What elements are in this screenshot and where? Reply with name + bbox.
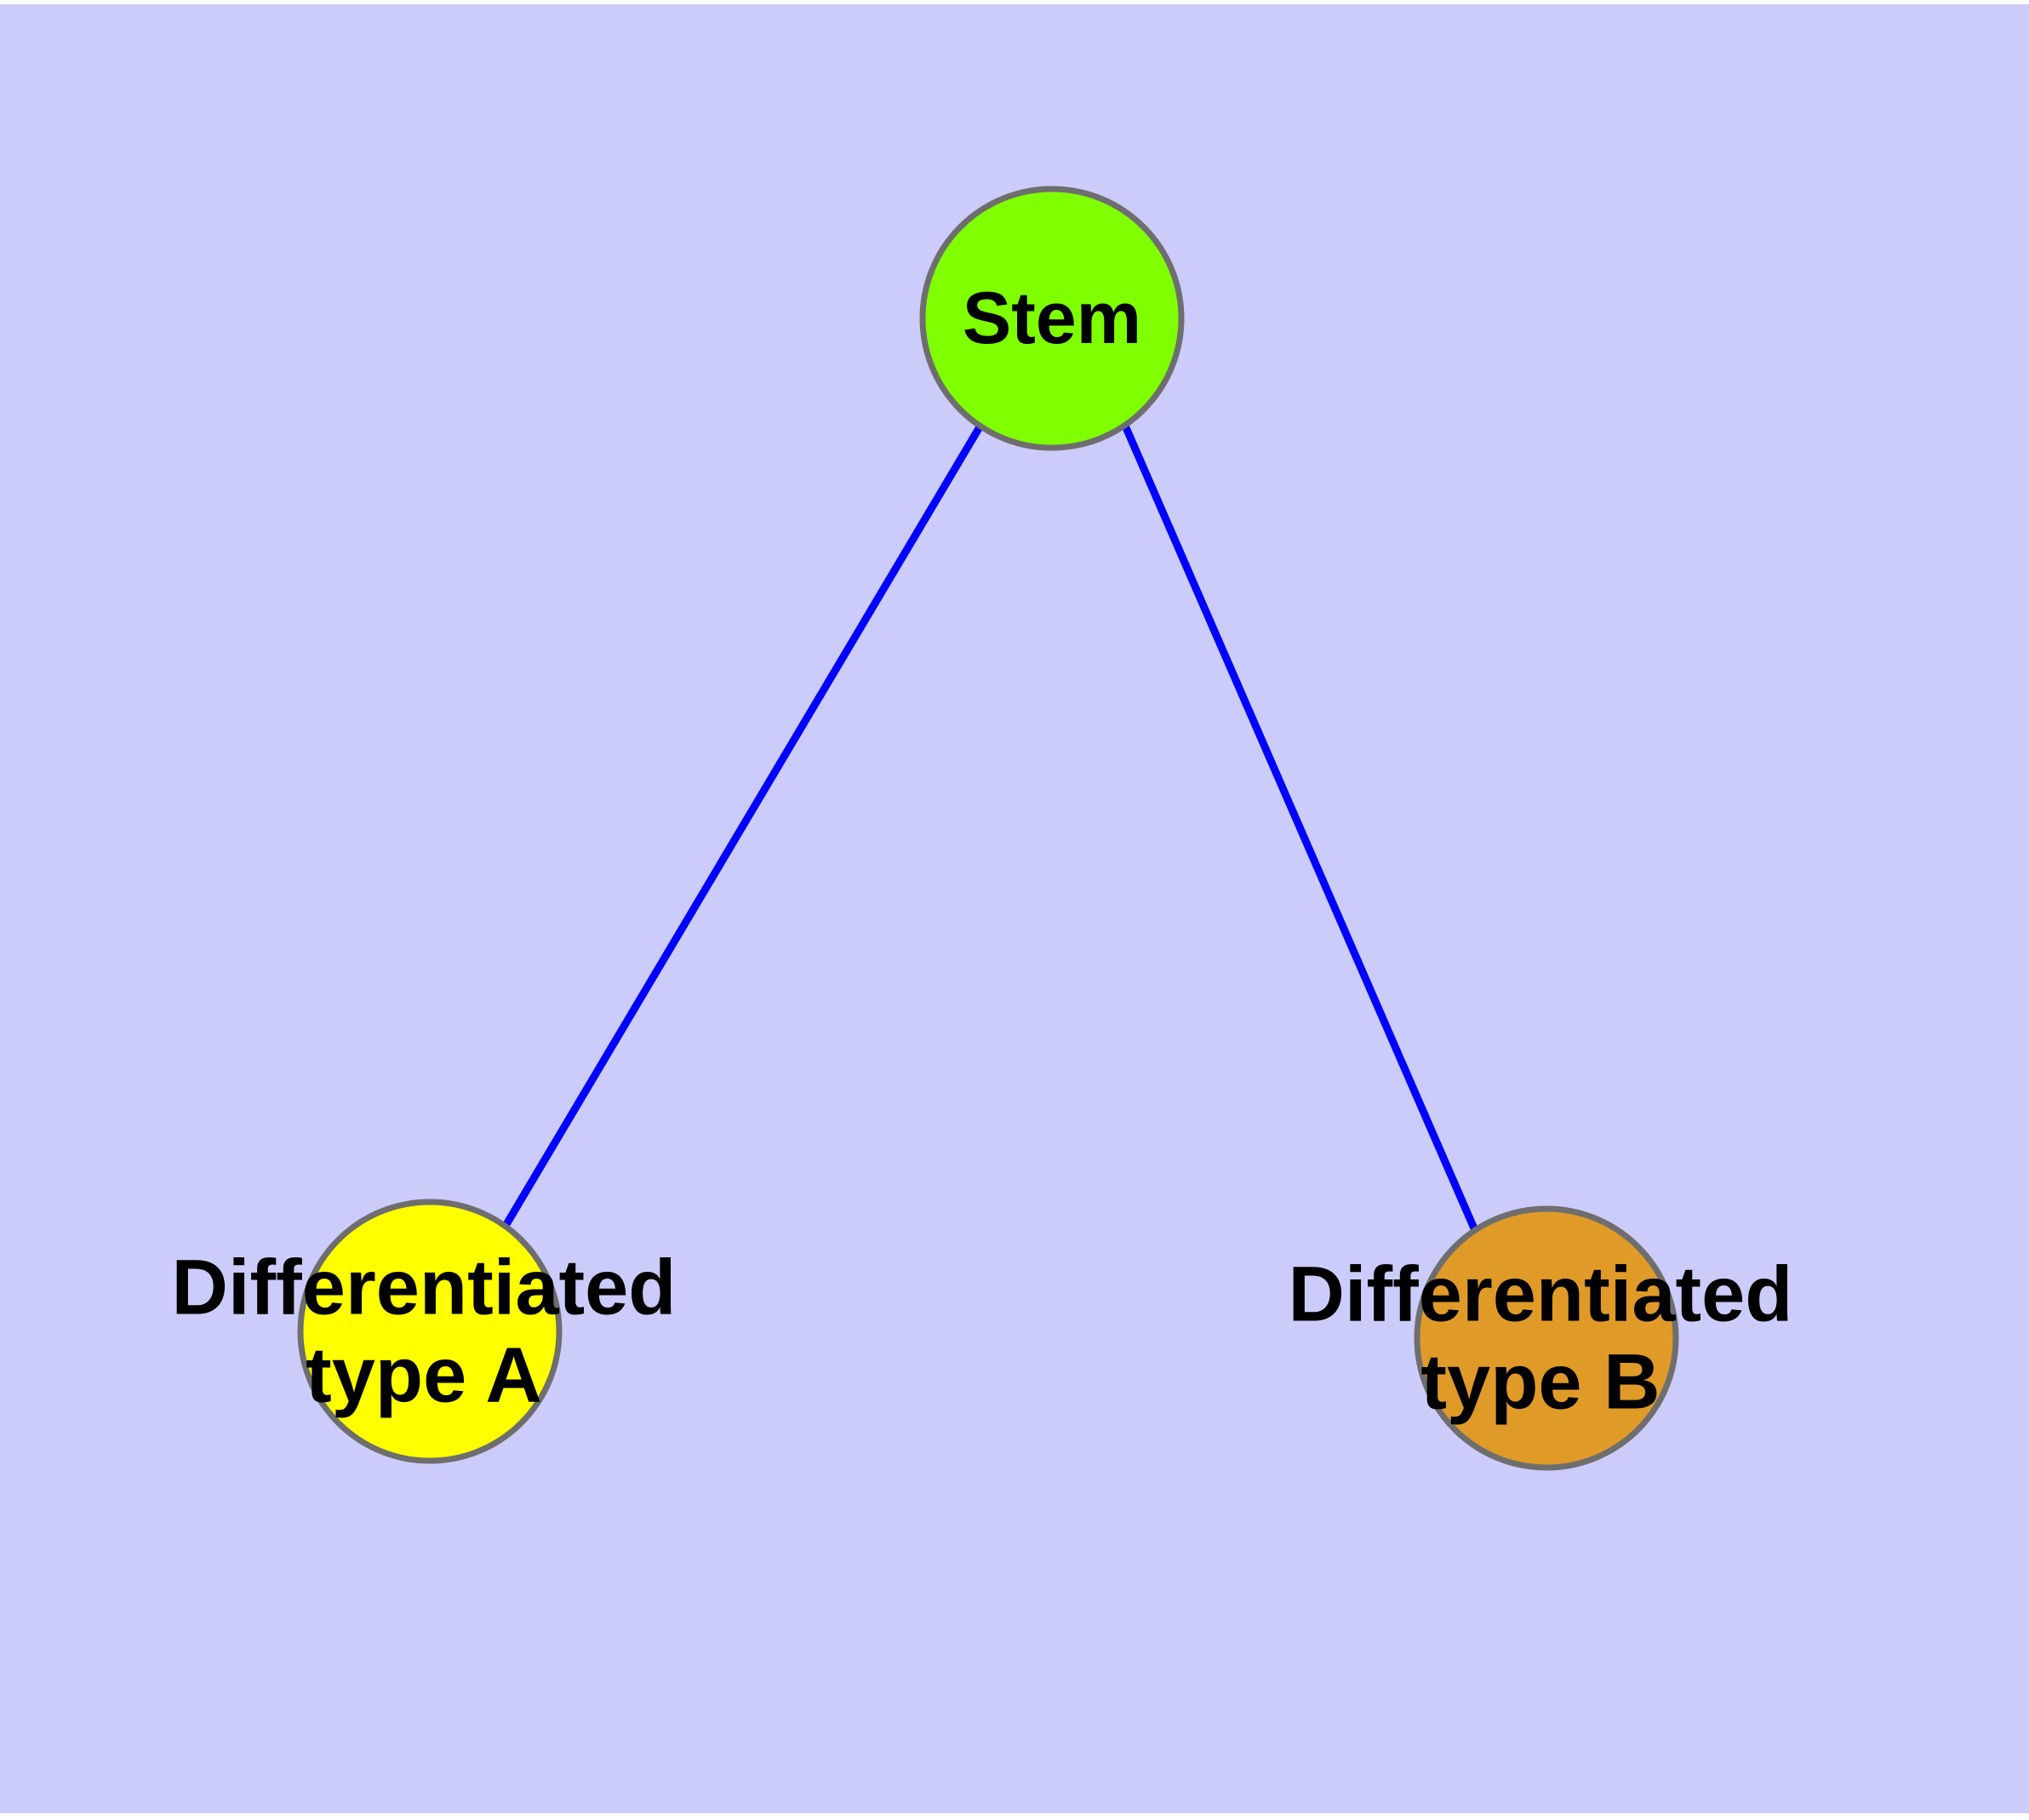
edges-group <box>502 423 1478 1230</box>
graph-node-label-line: type B <box>1420 1339 1660 1426</box>
graph-edge-stem-to-diff-b <box>1121 424 1478 1230</box>
graph-node-label-line: Differentiated <box>172 1244 677 1331</box>
graph-node-label-stem: Stem <box>963 278 1141 359</box>
graph-node-label-line: Differentiated <box>1289 1251 1793 1337</box>
graph-node-label-line: Stem <box>963 278 1141 359</box>
graph-node-label-line: type A <box>306 1332 542 1419</box>
graph-node-diff-a[interactable] <box>297 1199 563 1464</box>
graph-edge-stem-to-diff-a <box>502 423 984 1228</box>
graph-node-diff-b[interactable] <box>1414 1205 1679 1471</box>
graph-node-stem[interactable] <box>919 186 1185 451</box>
nodes-group <box>297 186 1679 1471</box>
